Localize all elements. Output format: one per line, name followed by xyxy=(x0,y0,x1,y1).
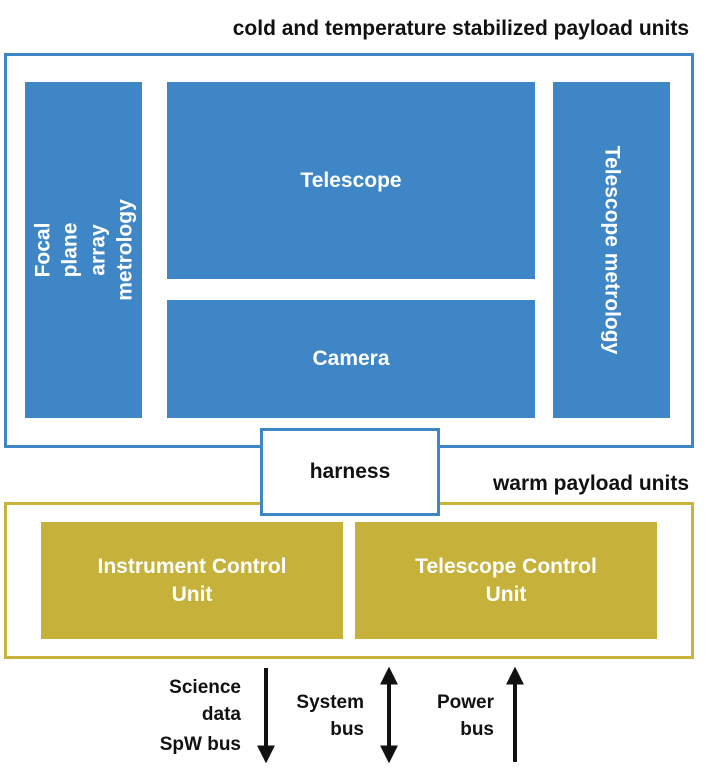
focal-plane-array-metrology-unit[interactable]: Focal plane array metrology xyxy=(25,82,142,418)
camera-unit[interactable]: Camera xyxy=(167,300,535,418)
system-bus-label: System bus xyxy=(296,690,364,743)
science-bus-label-line2: data xyxy=(201,703,241,725)
power-bus-label-line2: bus xyxy=(460,718,494,740)
telescope-metrology-label: Telescope metrology xyxy=(600,145,624,355)
science-bus-label-line3: SpW bus xyxy=(159,734,241,756)
harness-box[interactable]: harness xyxy=(260,428,440,516)
science-bus-label: Science data SpW bus xyxy=(160,675,241,759)
telescope-control-unit[interactable]: Telescope Control Unit xyxy=(355,522,657,639)
cold-section-title: cold and temperature stabilized payload … xyxy=(232,17,689,40)
system-bus-label-line2: bus xyxy=(330,718,364,740)
system-bus-label-line1: System xyxy=(296,692,364,713)
focal-plane-array-metrology-label: Focal plane array metrology xyxy=(30,199,136,301)
science-bus-label-line1: Science xyxy=(169,677,241,698)
telescope-metrology-unit[interactable]: Telescope metrology xyxy=(553,82,670,418)
power-bus-label-line1: Power xyxy=(436,692,494,713)
instrument-control-unit[interactable]: Instrument Control Unit xyxy=(41,522,343,639)
telescope-unit[interactable]: Telescope xyxy=(167,82,535,279)
power-bus-label: Power bus xyxy=(437,690,494,743)
warm-section-title: warm payload units xyxy=(492,472,689,495)
